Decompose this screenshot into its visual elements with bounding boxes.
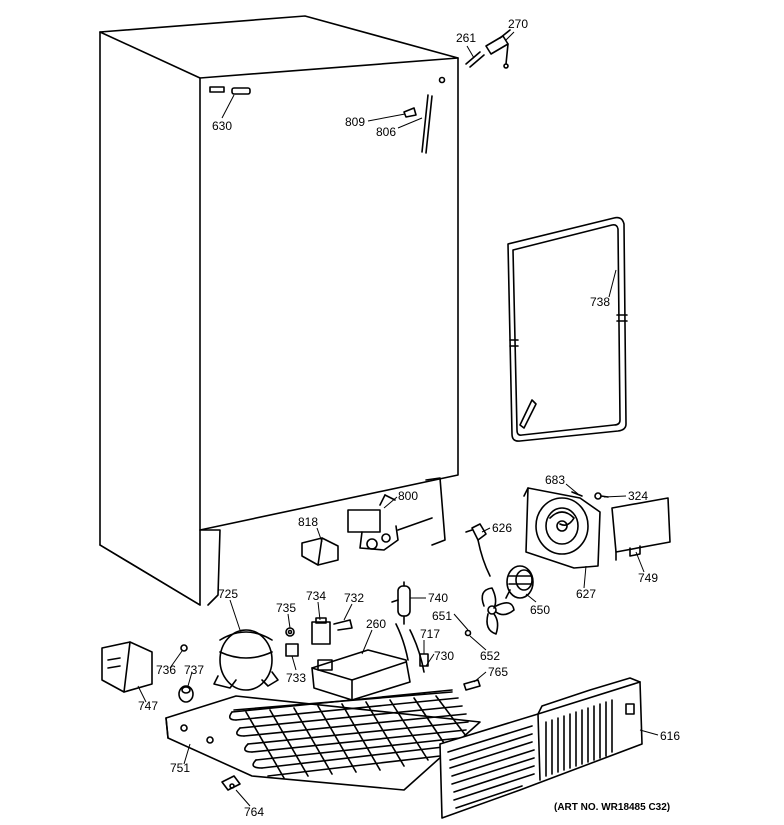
callout-652: 652 [480, 649, 500, 663]
part-749-cover-panel [611, 497, 671, 561]
callout-809: 809 [345, 115, 365, 129]
callout-626: 626 [492, 521, 512, 535]
callout-732: 732 [344, 591, 364, 605]
part-735-grommet [285, 627, 295, 637]
callout-630: 630 [212, 119, 232, 133]
callout-765: 765 [488, 665, 508, 679]
callout-261: 261 [456, 31, 476, 45]
part-730-tubing [395, 623, 425, 673]
callout-818: 818 [298, 515, 318, 529]
part-740-start-device [391, 581, 411, 625]
part-734-overload [311, 617, 331, 645]
callout-735: 735 [276, 601, 296, 615]
callout-737: 737 [184, 663, 204, 677]
callout-labels: 261 270 630 809 806 738 683 324 800 818 … [138, 17, 680, 819]
part-732-wire [333, 619, 353, 631]
part-737-mount [178, 685, 194, 703]
part-651-fan-blade [481, 587, 515, 635]
part-806-tube [421, 94, 433, 154]
callout-730: 730 [434, 649, 454, 663]
part-261-tube [465, 51, 485, 68]
part-733-relay [285, 643, 299, 657]
callout-260: 260 [366, 617, 386, 631]
callout-751: 751 [170, 761, 190, 775]
callout-764: 764 [244, 805, 264, 819]
part-725-compressor [213, 629, 279, 691]
part-736-screw [180, 644, 188, 652]
part-616-toe-grille [439, 677, 643, 819]
leader-lines [137, 31, 659, 807]
callout-738: 738 [590, 295, 610, 309]
callout-324: 324 [628, 489, 648, 503]
part-738-door-gasket [507, 216, 628, 442]
part-627-fan-shroud [523, 487, 601, 569]
part-270-valve-fitting [485, 29, 511, 69]
part-652-nut [464, 629, 472, 637]
callout-736: 736 [156, 663, 176, 677]
callout-627: 627 [576, 587, 596, 601]
part-260-drain-pan [311, 649, 411, 701]
part-747-electrical-box [101, 641, 153, 693]
callout-717: 717 [420, 627, 440, 641]
part-800-water-valve [347, 494, 433, 551]
part-751-base-pan [165, 695, 481, 791]
part-630-clip [209, 86, 251, 95]
callout-651: 651 [432, 609, 452, 623]
callout-749: 749 [638, 571, 658, 585]
callout-747: 747 [138, 699, 158, 713]
callout-806: 806 [376, 125, 396, 139]
part-764-roller [221, 775, 241, 791]
part-650-condenser-fan-motor [505, 565, 534, 599]
callout-734: 734 [306, 589, 326, 603]
part-626-power-cord [465, 523, 491, 577]
callout-650: 650 [530, 603, 550, 617]
refrigerator-cabinet [99, 15, 459, 606]
part-818-bracket [301, 537, 339, 566]
callout-616: 616 [660, 729, 680, 743]
callout-740: 740 [428, 591, 448, 605]
callout-733: 733 [286, 671, 306, 685]
callout-270: 270 [508, 17, 528, 31]
art-number: (ART NO. WR18485 C32) [554, 802, 670, 813]
part-809-clip [403, 107, 417, 118]
callout-683: 683 [545, 473, 565, 487]
callout-800: 800 [398, 489, 418, 503]
callout-725: 725 [218, 587, 238, 601]
part-765-clip [463, 679, 481, 691]
part-324-screw [594, 492, 609, 500]
